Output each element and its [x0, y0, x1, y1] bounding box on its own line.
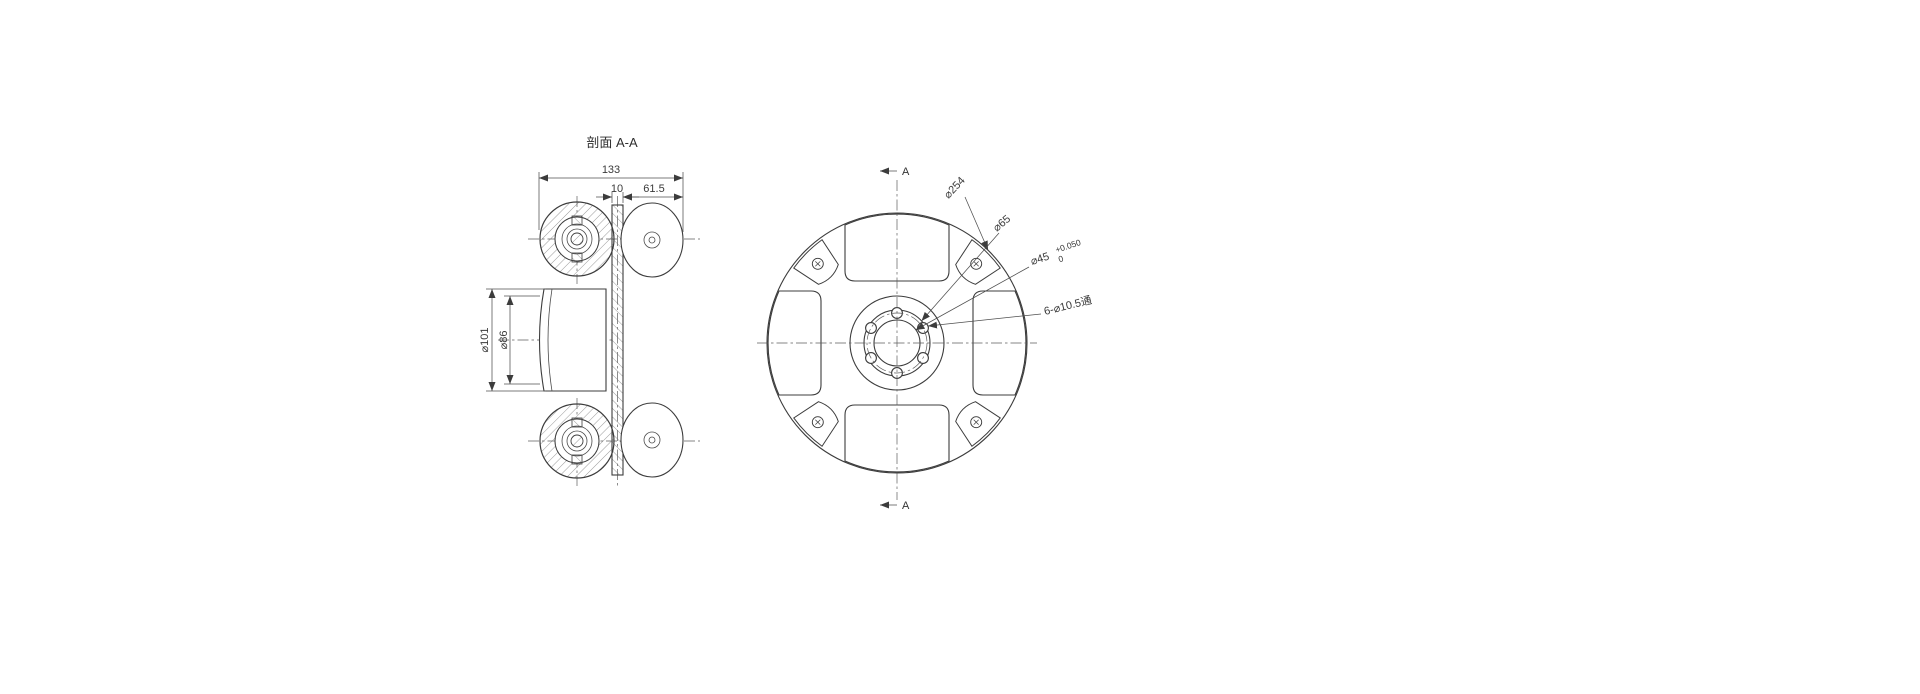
roller-bottom-left-section [539, 403, 615, 479]
dimension-total-width: 133 [538, 164, 684, 232]
dim-roller-diameter-label: ⌀101 [479, 328, 491, 353]
bearing-ball [571, 417, 583, 428]
dim-total-width-label: 133 [602, 164, 620, 176]
dim-bore-diameter-label: ⌀45 [1029, 251, 1051, 268]
section-cut-markers: A A [880, 166, 910, 512]
roller-top-right [620, 202, 684, 278]
roller-top-left-section [539, 201, 615, 277]
dimension-roller-diameter: ⌀101 [479, 288, 546, 392]
front-centerlines [757, 180, 1037, 500]
dimension-inner-diameter: ⌀86 [498, 295, 540, 385]
bearing-ball [571, 454, 583, 465]
section-label-bottom: A [902, 500, 910, 512]
section-label-top: A [902, 166, 910, 178]
dim-plate-thickness-label: 10 [611, 183, 623, 195]
roller-left [767, 290, 822, 396]
bearing-ball [571, 215, 583, 226]
dim-bore-tolerance-lower: 0 [1057, 253, 1065, 264]
dim-inner-diameter-label: ⌀86 [498, 331, 510, 350]
axle-section [570, 232, 584, 246]
axle-section [570, 434, 584, 448]
section-view: 剖面 A-A [479, 135, 700, 486]
dim-hub-offset-label: 61.5 [643, 183, 664, 195]
dimension-hub-offset: 61.5 [623, 183, 683, 201]
roller-bottom-right [620, 402, 684, 478]
section-view-title: 剖面 A-A [586, 135, 638, 150]
bearing-ball [571, 252, 583, 263]
barrel-roller [538, 288, 607, 392]
